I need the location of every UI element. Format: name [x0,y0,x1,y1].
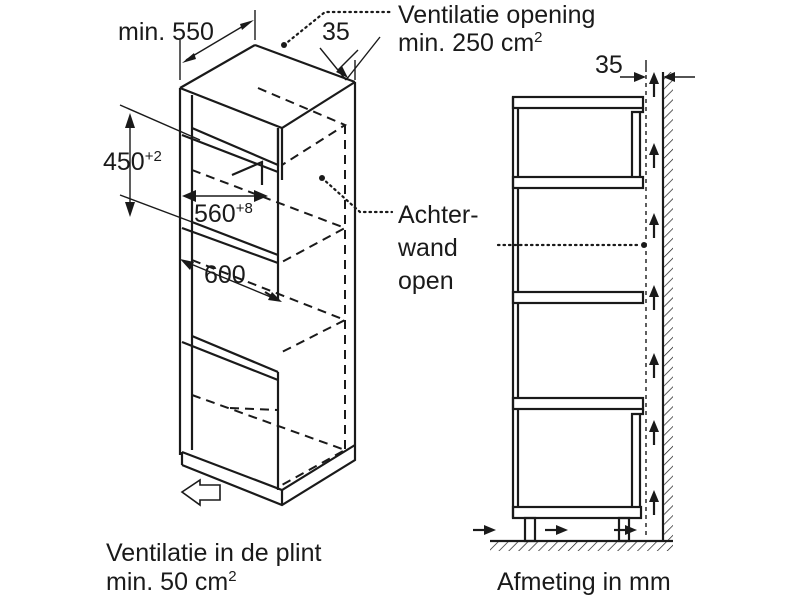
dimension-450 [119,104,201,226]
dimension-min-550 [179,10,256,80]
dimension-35-side [620,60,695,82]
plinth-ventilation-area: min. 50 cm2 [106,568,237,596]
cabinet-3d [178,43,357,507]
air-flow-floor-arrows [473,525,637,535]
ventilation-opening-leader [282,10,394,47]
plinth-ventilation-label: Ventilatie in de plint [106,539,322,567]
dimension-35-top [319,36,381,81]
ventilation-opening-label: Ventilatie opening [398,1,596,29]
plinth-arrow-icon [180,478,221,507]
rear-wall-leader [320,176,394,214]
dimension-label-600: 600 [204,261,246,289]
dimension-label-560: 560+8 [194,200,253,228]
air-flow-up-arrows [649,72,659,515]
ventilation-opening-area: min. 250 cm2 [398,29,543,57]
rear-wall-label-line2: wand [398,234,458,262]
units-note: Afmeting in mm [497,568,671,596]
dimension-560 [182,190,268,202]
rear-wall-label-line3: open [398,267,454,295]
dimension-label-35-side: 35 [595,51,623,79]
rear-wall-label: Achter- [398,201,479,229]
dimension-label-450: 450+2 [103,148,162,176]
dimension-label-35-top: 35 [322,18,350,46]
dimension-600 [180,259,282,302]
dimension-label-min-550: min. 550 [118,18,214,46]
side-section [473,60,695,551]
